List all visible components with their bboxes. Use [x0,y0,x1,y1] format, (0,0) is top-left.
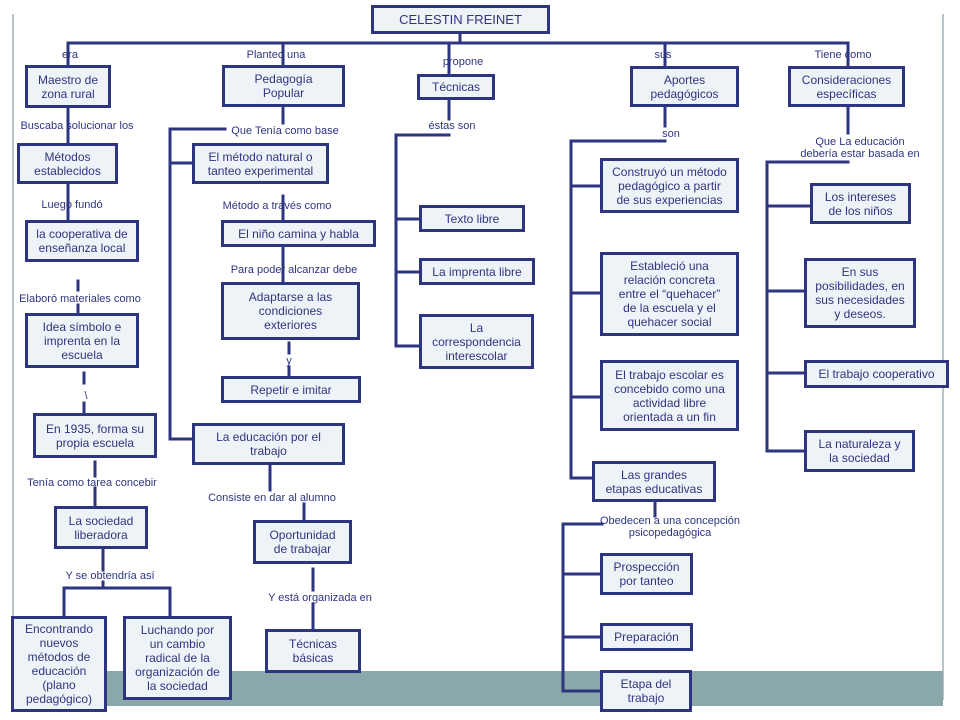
node-intereses: Los intereses de los niños [810,183,911,224]
node-tecnicas: Técnicas [417,74,495,100]
node-sociedad-text: La sociedad liberadora [68,513,134,542]
link-estas: éstas son [428,120,476,132]
node-trabajo-escolar: El trabajo escolar es concebido como una… [600,360,739,431]
link-base: Que Tenía como base [231,125,339,137]
link-propone: propone [442,56,484,68]
wire-base-bracket [168,127,227,441]
node-idea: Idea símbolo e imprenta en la escuela [25,313,139,368]
node-preparacion-text: Preparación [614,630,679,644]
node-trabajo-escolar-text: El trabajo escolar es concebido como una… [614,367,725,424]
node-correspondencia: La correspondencia interescolar [419,314,534,369]
node-repetir: Repetir e imitar [221,376,361,403]
node-preparacion: Preparación [600,623,693,651]
node-pedagogia-text: Pedagogía Popular [254,72,313,100]
node-metodos: Métodos establecidos [17,143,118,184]
link-era: era [62,49,78,61]
node-natural-text: El método natural o tanteo experimental [207,149,314,178]
node-repetir-text: Repetir e imitar [250,382,332,397]
node-texto-libre-text: Texto libre [444,211,500,226]
node-etapas: Las grandes etapas educativas [592,461,716,502]
root-node: CELESTIN FREINET [371,5,550,34]
node-naturaleza: La naturaleza y la sociedad [804,430,915,472]
node-maestro-text: Maestro de zona rural [37,72,99,101]
node-consideraciones: Consideraciones específicas [788,66,905,107]
node-etapa-trabajo-text: Etapa del trabajo [620,677,672,705]
node-camina: El niño camina y habla [221,220,376,247]
node-cooperativa-text: la cooperativa de enseñanza local [36,227,128,255]
link-tiene: Tiene como [814,49,872,61]
node-metodos-text: Métodos establecidos [34,149,101,178]
node-encontrando: Encontrando nuevos métodos de educación … [11,616,107,712]
node-posibilidades: En sus posibilidades, en sus necesidades… [804,258,916,328]
node-luchando-text: Luchando por un cambio radical de la org… [135,623,220,693]
node-cooperativo: El trabajo cooperativo [804,360,949,388]
link-luego: Luego fundó [41,199,103,211]
wire-etapas-bracket [561,522,604,693]
link-buscaba: Buscaba solucionar los [20,120,134,132]
link-tenia: Tenía como tarea concebir [27,477,157,489]
node-posibilidades-text: En sus posibilidades, en sus necesidades… [815,265,905,321]
node-consideraciones-text: Consideraciones específicas [801,72,892,101]
node-idea-text: Idea símbolo e imprenta en la escuela [42,319,122,362]
link-elaboro: Elaboró materiales como [19,293,141,305]
node-cooperativa: la cooperativa de enseñanza local [25,220,139,262]
wire-tecnicas-bracket [394,133,451,348]
node-etapa-trabajo: Etapa del trabajo [600,670,692,712]
node-adaptarse-text: Adaptarse a las condiciones exteriores [248,290,333,332]
link-basada: Que La educación debería estar basada en [800,136,920,160]
node-imprenta-libre: La imprenta libre [419,258,535,285]
node-imprenta-libre-text: La imprenta libre [432,264,522,279]
link-planteo: Planteo una [246,49,306,61]
node-luchando: Luchando por un cambio radical de la org… [123,616,232,700]
link-consiste: Consiste en dar al alumno [208,492,336,504]
node-oportunidad: Oportunidad de trabajar [253,520,352,564]
node-establecio: Estableció una relación concreta entre e… [600,252,739,336]
node-cooperativo-text: El trabajo cooperativo [818,367,935,381]
link-son: son [662,128,680,140]
node-1935-text: En 1935, forma su propia escuela [45,421,145,450]
node-aportes: Aportes pedagógicos [630,66,739,107]
node-prospeccion-text: Prospección por tanteo [613,560,680,588]
node-encontrando-text: Encontrando nuevos métodos de educación … [24,622,94,706]
node-maestro: Maestro de zona rural [25,65,111,108]
link-obedecen: Obedecen a una concepción psicopedagógic… [599,515,741,539]
node-correspondencia-text: La correspondencia interescolar [432,320,521,363]
node-camina-text: El niño camina y habla [238,226,359,241]
link-metodo-traves: Método a través como [222,200,332,212]
node-aportes-text: Aportes pedagógicos [650,72,719,101]
node-etapas-text: Las grandes etapas educativas [605,467,703,496]
node-intereses-text: Los intereses de los niños [824,189,897,218]
node-sociedad: La sociedad liberadora [54,506,148,549]
node-adaptarse: Adaptarse a las condiciones exteriores [221,282,360,340]
link-sus: sus [654,49,672,61]
wire-consid-bracket [765,160,850,453]
node-tecnicas-basicas: Técnicas básicas [265,629,361,673]
link-alcanzar: Para poder alcanzar debe [230,264,358,276]
node-prospeccion: Prospección por tanteo [600,553,693,595]
node-construyo-text: Construyó un método pedagógico a partir … [612,164,727,207]
node-trabajo-text: La educación por el trabajo [216,430,321,458]
node-pedagogia: Pedagogía Popular [222,65,345,107]
node-oportunidad-text: Oportunidad de trabajar [269,528,336,556]
wire-aportes-bracket [569,139,667,480]
node-tecnicas-basicas-text: Técnicas básicas [288,637,338,665]
root-title: CELESTIN FREINET [399,11,522,27]
link-obtendria: Y se obtendría así [65,570,155,582]
node-texto-libre: Texto libre [419,205,525,232]
node-establecio-text: Estableció una relación concreta entre e… [618,259,721,329]
link-organizada: Y está organizada en [268,592,372,604]
node-1935: En 1935, forma su propia escuela [33,413,157,458]
node-trabajo: La educación por el trabajo [192,423,345,465]
link-tilde: \ [84,390,88,402]
node-naturaleza-text: La naturaleza y la sociedad [818,437,901,465]
node-construyo: Construyó un método pedagógico a partir … [600,158,739,213]
node-natural: El método natural o tanteo experimental [192,143,329,184]
node-tecnicas-text: Técnicas [431,80,481,94]
link-y: y [286,355,292,367]
